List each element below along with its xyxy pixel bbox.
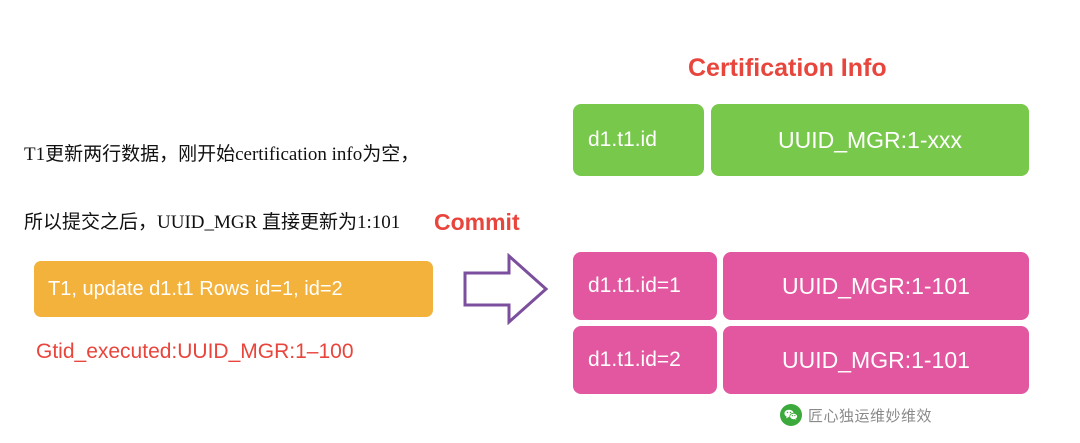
explanation-line-1: T1更新两行数据，刚开始certification info为空， <box>24 144 420 165</box>
watermark: 匠心独运维妙维效 <box>780 404 932 426</box>
cert-before-key-cell: d1.t1.id <box>573 104 704 176</box>
transaction-box: T1, update d1.t1 Rows id=1, id=2 <box>34 261 433 317</box>
cert-after-key-cell-2: d1.t1.id=2 <box>573 326 717 394</box>
explanation-text: T1更新两行数据，刚开始certification info为空， 所以提交之后… <box>24 104 494 240</box>
certification-info-title: Certification Info <box>688 54 887 82</box>
cert-after-key-cell-1: d1.t1.id=1 <box>573 252 717 320</box>
cert-before-key-text: d1.t1.id <box>588 128 657 151</box>
wechat-icon <box>780 404 802 426</box>
commit-label: Commit <box>434 209 520 235</box>
cert-after-value-text-1: UUID_MGR:1-101 <box>782 272 970 299</box>
cert-after-key-text-2: d1.t1.id=2 <box>588 348 681 371</box>
cert-after-key-text-1: d1.t1.id=1 <box>588 274 681 297</box>
cert-before-value-cell: UUID_MGR:1-xxx <box>711 104 1029 176</box>
explanation-line-2: 所以提交之后，UUID_MGR 直接更新为1:101 <box>24 212 401 233</box>
watermark-text: 匠心独运维妙维效 <box>808 407 933 425</box>
cert-after-value-cell-2: UUID_MGR:1-101 <box>723 326 1029 394</box>
cert-before-value-text: UUID_MGR:1-xxx <box>777 126 962 153</box>
cert-after-value-text-2: UUID_MGR:1-101 <box>782 346 970 373</box>
gtid-executed-text: Gtid_executed:UUID_MGR:1–100 <box>36 340 354 363</box>
right-arrow-icon <box>463 252 549 326</box>
transaction-label: T1, update d1.t1 Rows id=1, id=2 <box>48 277 343 300</box>
cert-after-value-cell-1: UUID_MGR:1-101 <box>723 252 1029 320</box>
